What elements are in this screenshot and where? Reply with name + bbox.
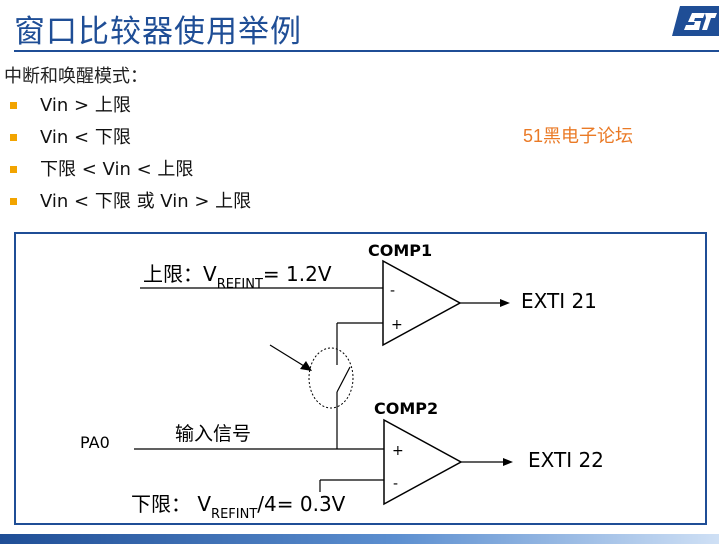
comp1-plus-label: +: [391, 317, 403, 333]
lower-threshold-label: 下限： VREFINT/4= 0.3V: [131, 492, 346, 522]
forum-watermark: 51黑电子论坛: [523, 126, 634, 146]
bullet-square-icon: [10, 166, 17, 173]
bullet-square-icon: [10, 134, 17, 141]
switch-blade: [336, 366, 351, 393]
comp1-label: COMP1: [368, 241, 432, 260]
comp1-minus-label: -: [390, 283, 395, 299]
comp2-triangle: [383, 418, 463, 506]
comp1-triangle: [382, 259, 462, 347]
comparator-diagram-frame: [14, 232, 707, 525]
footer-bar: [0, 534, 719, 544]
mode-heading: 中断和唤醒模式：: [4, 66, 148, 87]
switch-highlight-ellipse: [308, 347, 354, 409]
exti21-label: EXTI 21: [521, 289, 597, 313]
pa0-label: PA0: [80, 433, 110, 452]
st-logo: [672, 6, 719, 36]
comp2-minus-label: -: [393, 476, 398, 492]
comp2-output-arrow-icon: [503, 458, 513, 466]
bullet-square-icon: [10, 198, 17, 205]
input-signal-label: 输入信号: [175, 423, 251, 445]
title-divider: [14, 50, 719, 52]
comp2-label: COMP2: [374, 399, 438, 418]
comp2-plus-label: +: [392, 443, 404, 459]
switch-pointer-line: [269, 344, 305, 367]
switch-pointer-arrow-icon: [300, 361, 312, 371]
bullet-square-icon: [10, 102, 17, 109]
exti22-label: EXTI 22: [528, 448, 604, 472]
comp1-output-arrow-icon: [500, 299, 510, 307]
slide-title: 窗口比较器使用举例: [14, 14, 302, 50]
